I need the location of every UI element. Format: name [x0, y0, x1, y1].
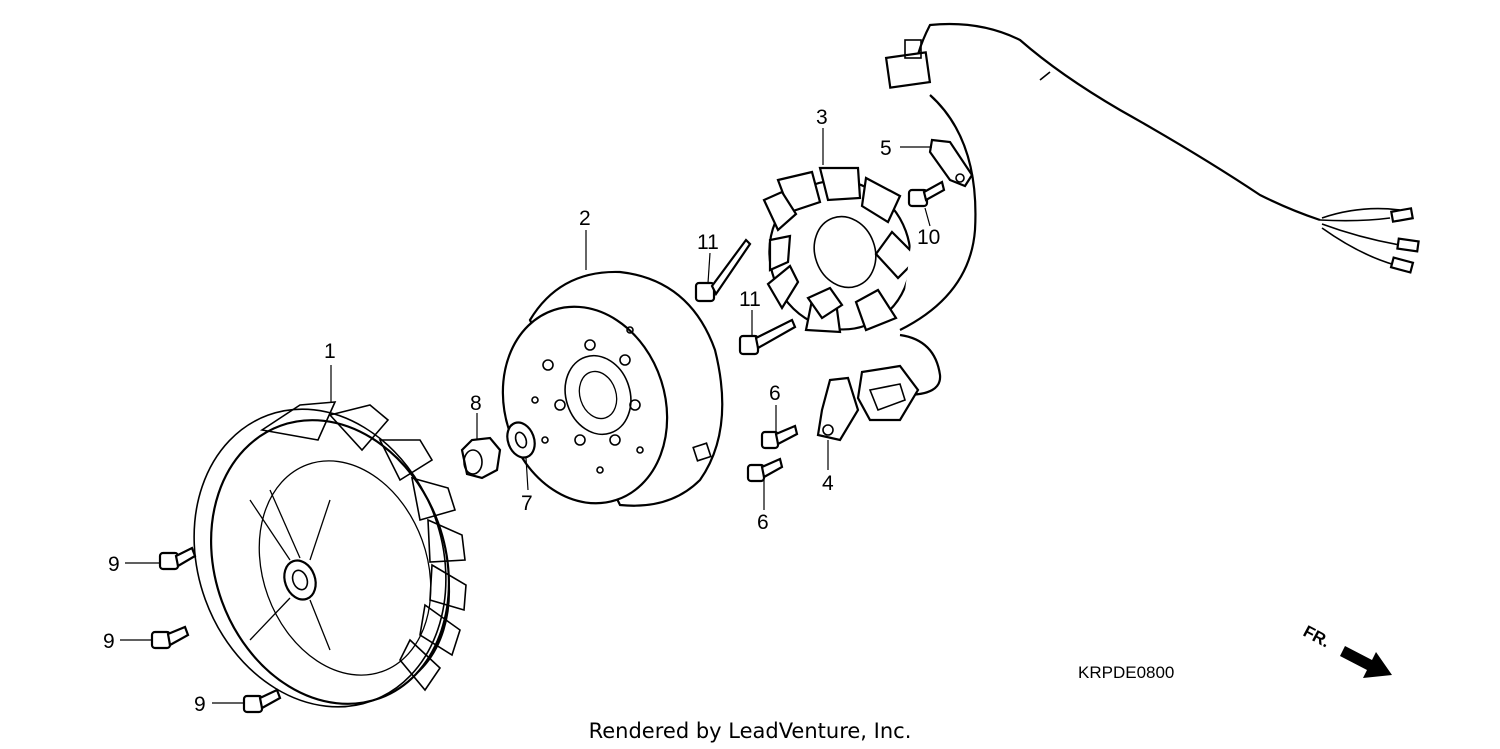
callout-7: 7 [521, 492, 533, 515]
callouts: 1 2 3 4 5 6 6 7 8 9 9 9 10 11 11 [103, 106, 940, 716]
callout-11-upper: 11 [697, 231, 719, 254]
part-9-bolt-a [158, 546, 197, 571]
callout-11-lower: 11 [739, 288, 761, 311]
callout-10: 10 [917, 226, 940, 249]
part-1-cooling-fan [193, 401, 467, 708]
callout-9-top: 9 [108, 553, 120, 576]
part-5-wire-clamp [928, 138, 974, 188]
bolts [150, 180, 946, 714]
part-11-bolt-b [738, 318, 797, 356]
callout-9-bottom: 9 [194, 693, 206, 716]
part-4-bracket [816, 364, 920, 442]
callout-4: 4 [822, 472, 834, 495]
callout-1: 1 [324, 340, 336, 363]
leader-lines [120, 128, 932, 704]
callout-5: 5 [880, 137, 892, 160]
part-9-bolt-b [150, 625, 190, 650]
stator-wiring-harness [884, 22, 1420, 397]
front-direction-indicator: FR. [1300, 622, 1392, 678]
part-6-bolt-b [746, 457, 784, 483]
credit-line: Rendered by LeadVenture, Inc. [589, 719, 912, 743]
callout-3: 3 [816, 106, 828, 129]
callout-6-lower: 6 [757, 511, 769, 534]
part-8-nut [460, 436, 502, 480]
callout-6-upper: 6 [769, 382, 781, 405]
part-7-washer [506, 421, 536, 459]
part-2-flywheel [501, 270, 724, 507]
callout-9-middle: 9 [103, 630, 115, 653]
part-11-bolt-a [694, 238, 752, 303]
callout-8: 8 [470, 392, 482, 415]
callout-2: 2 [579, 207, 591, 230]
part-6-bolt-a [760, 424, 799, 450]
front-label: FR. [1300, 622, 1333, 652]
part-9-bolt-c [242, 688, 282, 714]
part-10-bolt [907, 180, 946, 208]
diagram-code: KRPDE0800 [1078, 663, 1174, 682]
part-3-stator [762, 166, 920, 334]
front-arrow-icon [1340, 646, 1392, 678]
